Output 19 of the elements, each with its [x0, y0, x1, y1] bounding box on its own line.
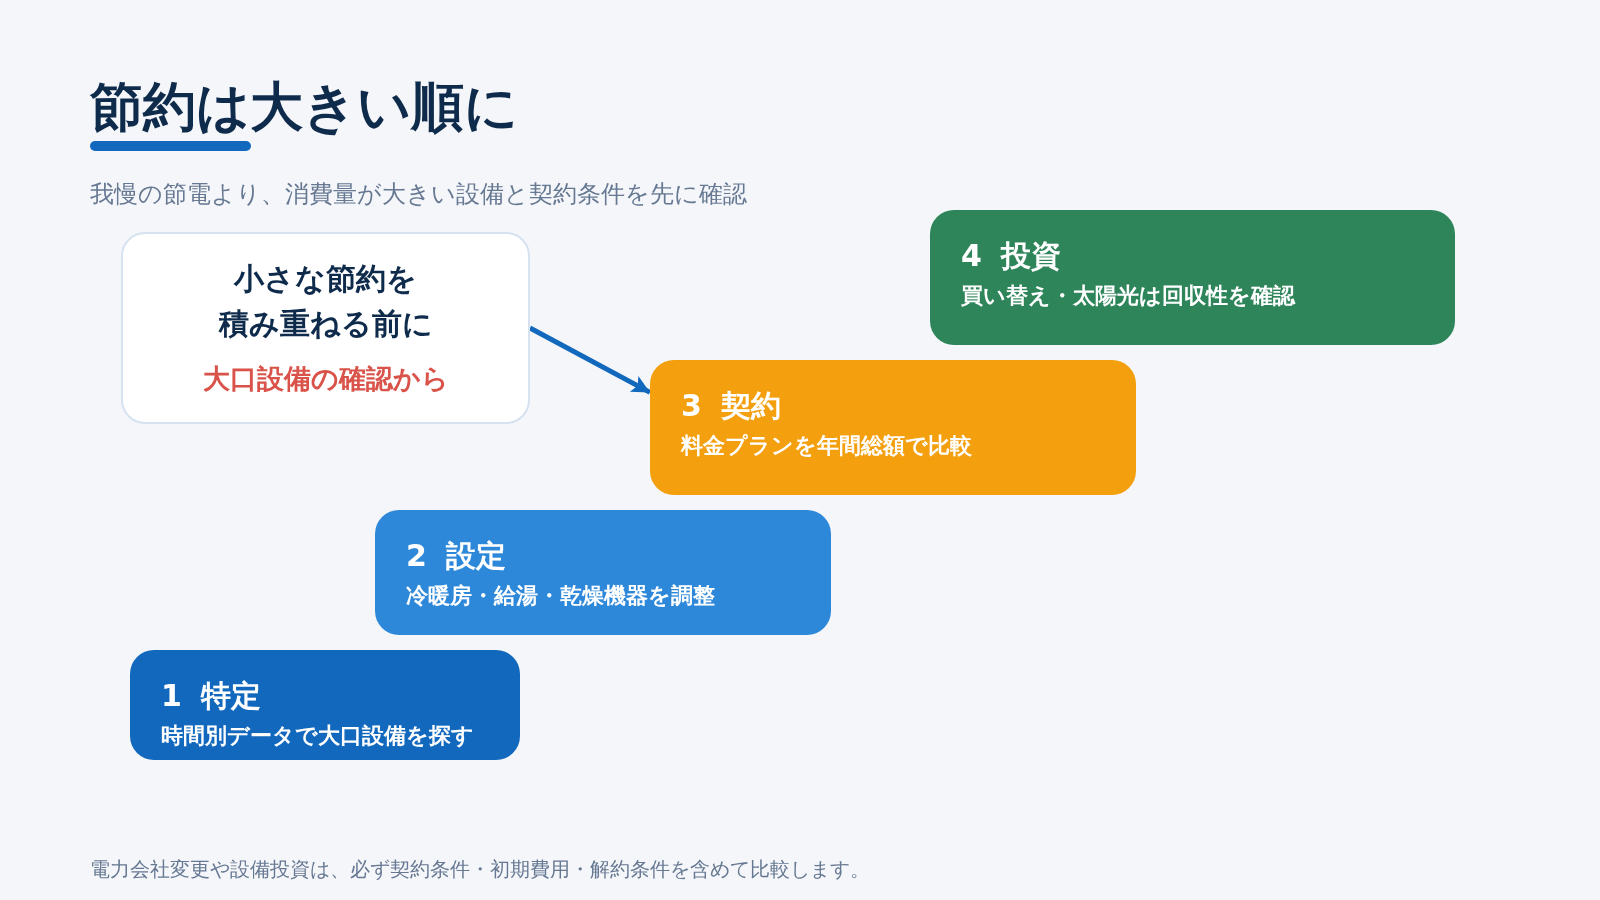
highlight-text: 大口設備の確認から: [202, 362, 449, 396]
callout-text: 小さな節約を積み重ねる前に: [218, 260, 433, 343]
step-title: 2 設定: [406, 538, 507, 574]
callout-card: [121, 232, 530, 424]
subtitle: 我慢の節電より、消費量が大きい設備と契約条件を先に確認: [90, 179, 747, 210]
step-description: 時間別データで大口設備を探す: [161, 722, 474, 750]
step-card: [130, 650, 520, 760]
step-title: 3 契約: [681, 388, 782, 424]
step-title: 1 特定: [161, 678, 262, 714]
step-description: 料金プランを年間総額で比較: [681, 432, 972, 460]
step-card: [375, 510, 831, 635]
footnote: 電力会社変更や設備投資は、必ず契約条件・初期費用・解約条件を含めて比較します。: [90, 856, 870, 883]
step-card: [650, 360, 1136, 495]
arrow: [528, 325, 652, 395]
page-title: 節約は大きい順に: [90, 75, 518, 139]
step-description: 買い替え・太陽光は回収性を確認: [961, 282, 1295, 310]
step-title: 4 投資: [961, 238, 1062, 274]
step-description: 冷暖房・給湯・乾燥機器を調整: [406, 582, 715, 610]
step-card: [930, 210, 1455, 345]
